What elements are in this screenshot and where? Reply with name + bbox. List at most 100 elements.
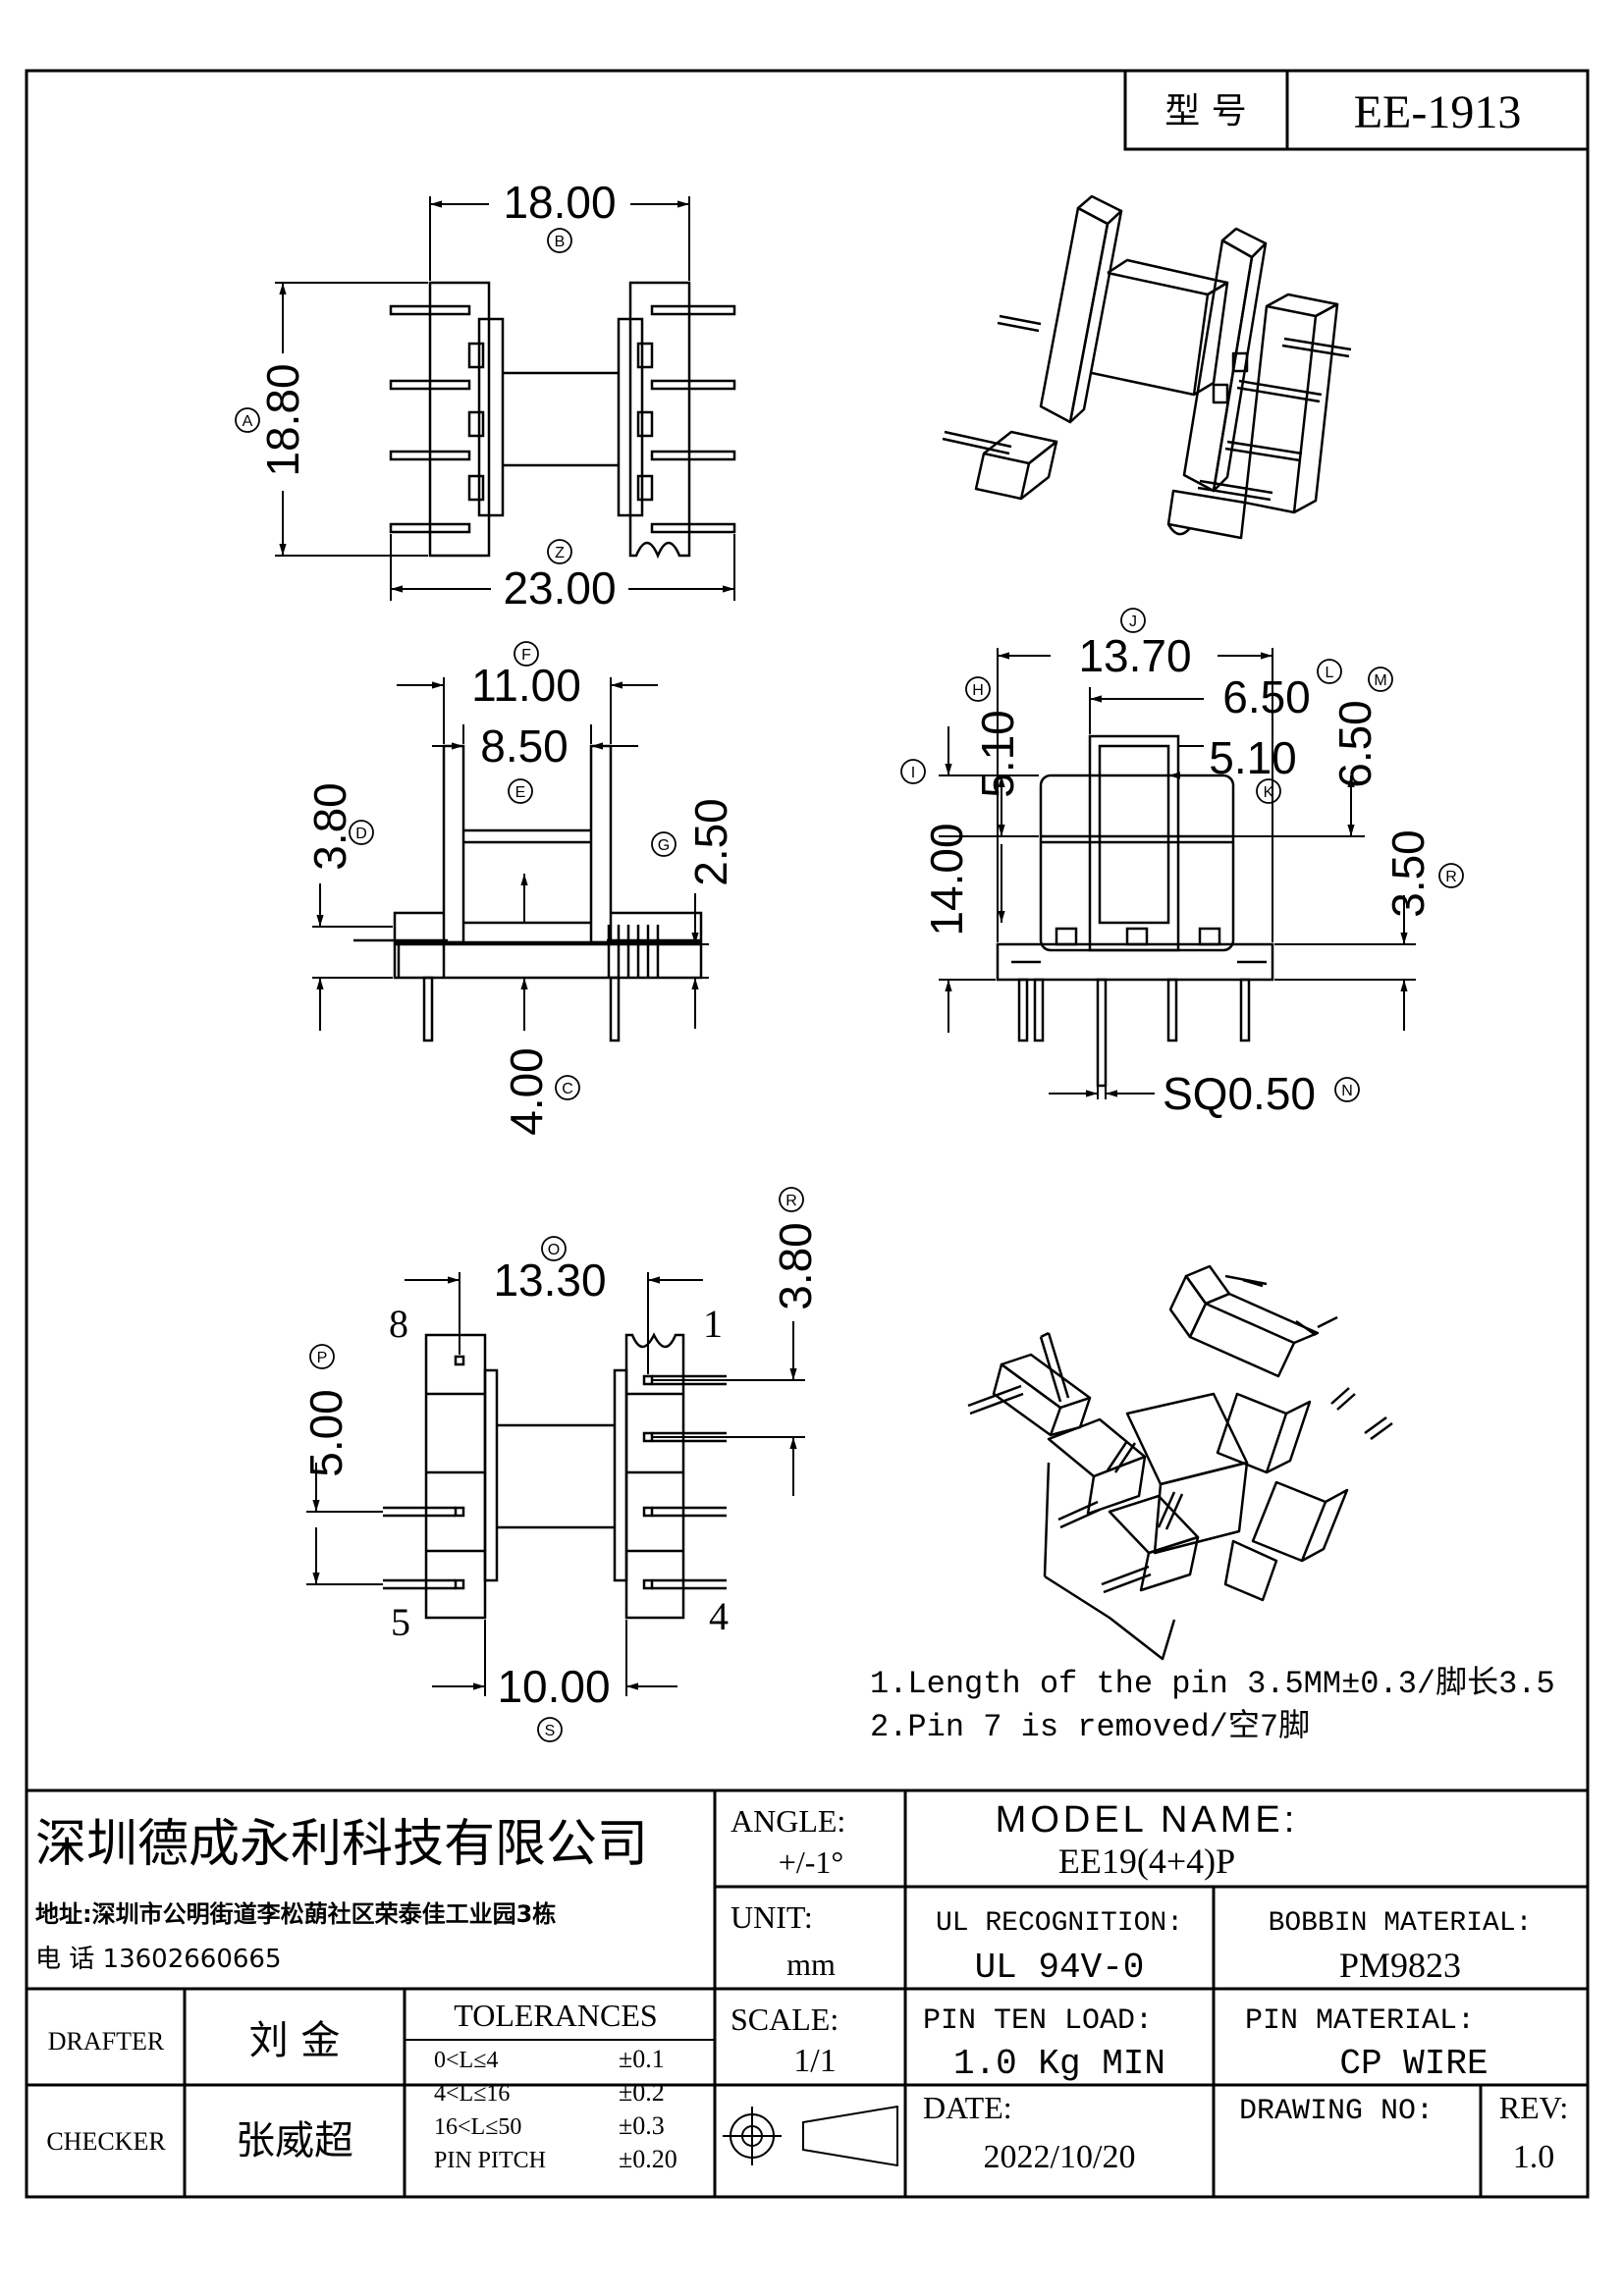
- mark-l: L: [1317, 659, 1342, 684]
- model-value: EE19(4+4)P: [1058, 1842, 1235, 1881]
- dim-side-inner: 8.50: [480, 721, 568, 772]
- mark-r-bottom: R: [779, 1187, 804, 1212]
- dim-front-h: 5.10: [972, 710, 1023, 798]
- ul-label: UL RECOGNITION:: [936, 1908, 1183, 1939]
- projection-symbol-icon: [723, 2105, 898, 2167]
- iso-view-bottom: [967, 1264, 1393, 1661]
- svg-text:B: B: [555, 234, 566, 250]
- note-1: 1.Length of the pin 3.5MM±0.3/脚长3.5: [870, 1665, 1555, 1702]
- tol-value-1: ±0.1: [619, 2045, 665, 2073]
- dim-side-g: 2.50: [685, 798, 736, 886]
- dim-top-height: 18.80: [257, 363, 308, 476]
- title-block-grid: [27, 1789, 1588, 2197]
- scale-value: 1/1: [793, 2043, 836, 2079]
- svg-text:A: A: [243, 413, 253, 430]
- pin-material-label: PIN MATERIAL:: [1245, 2004, 1475, 2038]
- unit-value: mm: [786, 1947, 836, 1982]
- side-view-dims: [312, 677, 709, 1031]
- svg-text:C: C: [562, 1081, 573, 1097]
- dim-bottom-o: 13.30: [493, 1255, 606, 1306]
- svg-text:E: E: [515, 784, 526, 801]
- dim-front-r: 3.50: [1382, 829, 1434, 918]
- ul-value: UL 94V-0: [975, 1948, 1145, 1988]
- iso-view-top: [942, 194, 1352, 540]
- svg-text:P: P: [317, 1350, 328, 1366]
- mark-m: M: [1368, 667, 1393, 692]
- unit-label: UNIT:: [731, 1899, 813, 1935]
- svg-text:G: G: [658, 837, 670, 854]
- dim-front-k: 5.10: [1209, 732, 1297, 783]
- rev-value: 1.0: [1513, 2139, 1555, 2175]
- pin-label-1: 1: [703, 1302, 723, 1346]
- checker-label: CHECKER: [46, 2127, 166, 2156]
- dim-front-m: 6.50: [1329, 700, 1380, 788]
- rev-label: REV:: [1499, 2090, 1569, 2125]
- svg-text:R: R: [785, 1193, 797, 1209]
- mark-k: K: [1256, 778, 1281, 804]
- bottom-view: [383, 1332, 727, 1620]
- dim-front-j: 13.70: [1078, 630, 1191, 681]
- svg-text:N: N: [1341, 1083, 1353, 1099]
- svg-text:L: L: [1326, 665, 1334, 681]
- dim-bottom-r: 3.80: [770, 1222, 821, 1310]
- dim-side-d: 3.80: [304, 782, 355, 871]
- dim-front-n: SQ0.50: [1163, 1068, 1316, 1119]
- pin-label-8: 8: [389, 1302, 408, 1346]
- mark-h: H: [965, 676, 991, 702]
- svg-text:K: K: [1264, 784, 1274, 801]
- svg-text:J: J: [1129, 614, 1137, 630]
- dim-front-l: 6.50: [1222, 671, 1311, 722]
- tol-range-3: 16<L≤50: [434, 2114, 521, 2140]
- mark-o: O: [541, 1236, 567, 1261]
- type-label: 型 号: [1164, 91, 1246, 132]
- mark-z: Z: [547, 539, 572, 564]
- svg-text:I: I: [911, 765, 915, 781]
- sheet-border: [25, 69, 1590, 2199]
- dim-top-overall: 23.00: [503, 562, 616, 614]
- bobbin-label: BOBBIN MATERIAL:: [1269, 1908, 1533, 1939]
- checker-value: 张威超: [236, 2118, 353, 2163]
- svg-text:M: M: [1374, 672, 1386, 689]
- top-view-dims: [275, 196, 735, 601]
- svg-text:O: O: [548, 1242, 560, 1258]
- dim-bottom-s: 10.00: [497, 1661, 610, 1712]
- mark-s: S: [537, 1717, 563, 1742]
- company-address: 地址:深圳市公明街道李松蓢社区荣泰佳工业园3栋: [35, 1900, 556, 1928]
- mark-c: C: [555, 1075, 580, 1100]
- drafter-label: DRAFTER: [48, 2027, 165, 2056]
- mark-p: P: [309, 1344, 335, 1369]
- mark-a: A: [235, 407, 260, 433]
- angle-value: +/-1°: [779, 1844, 843, 1880]
- pin-load-value: 1.0 Kg MIN: [953, 2044, 1165, 2084]
- mark-d: D: [349, 820, 374, 845]
- dim-top-width: 18.00: [503, 177, 616, 228]
- tol-value-4: ±0.20: [619, 2145, 677, 2173]
- svg-text:H: H: [972, 682, 984, 699]
- tol-range-2: 4<L≤16: [434, 2081, 510, 2107]
- dim-bottom-p: 5.00: [300, 1389, 352, 1477]
- pin-load-label: PIN TEN LOAD:: [923, 2004, 1153, 2038]
- svg-text:D: D: [355, 826, 367, 842]
- dim-side-flange: 11.00: [471, 660, 581, 711]
- date-value: 2022/10/20: [984, 2139, 1136, 2175]
- mark-n: N: [1334, 1077, 1360, 1102]
- dim-side-c: 4.00: [501, 1047, 552, 1136]
- svg-text:S: S: [545, 1723, 556, 1739]
- mark-f: F: [514, 641, 539, 667]
- svg-text:R: R: [1445, 869, 1457, 885]
- tol-range-1: 0<L≤4: [434, 2048, 498, 2073]
- type-value: EE-1913: [1354, 86, 1522, 138]
- mark-j: J: [1120, 608, 1146, 633]
- drawing-no-label: DRAWING NO:: [1239, 2095, 1434, 2128]
- note-2: 2.Pin 7 is removed/空7脚: [870, 1708, 1310, 1745]
- tol-value-2: ±0.2: [619, 2078, 665, 2107]
- tol-range-4: PIN PITCH: [434, 2148, 546, 2173]
- tolerances-label: TOLERANCES: [454, 1998, 657, 2033]
- side-view: [353, 744, 703, 1042]
- drafter-value: 刘 金: [249, 2018, 341, 2063]
- mark-e: E: [508, 778, 533, 804]
- dim-front-i: 14.00: [921, 823, 972, 935]
- model-label: MODEL NAME:: [996, 1799, 1299, 1841]
- tolerances-table: TOLERANCES 0<L≤4 ±0.1 4<L≤16 ±0.2 16<L≤5…: [405, 1998, 715, 2173]
